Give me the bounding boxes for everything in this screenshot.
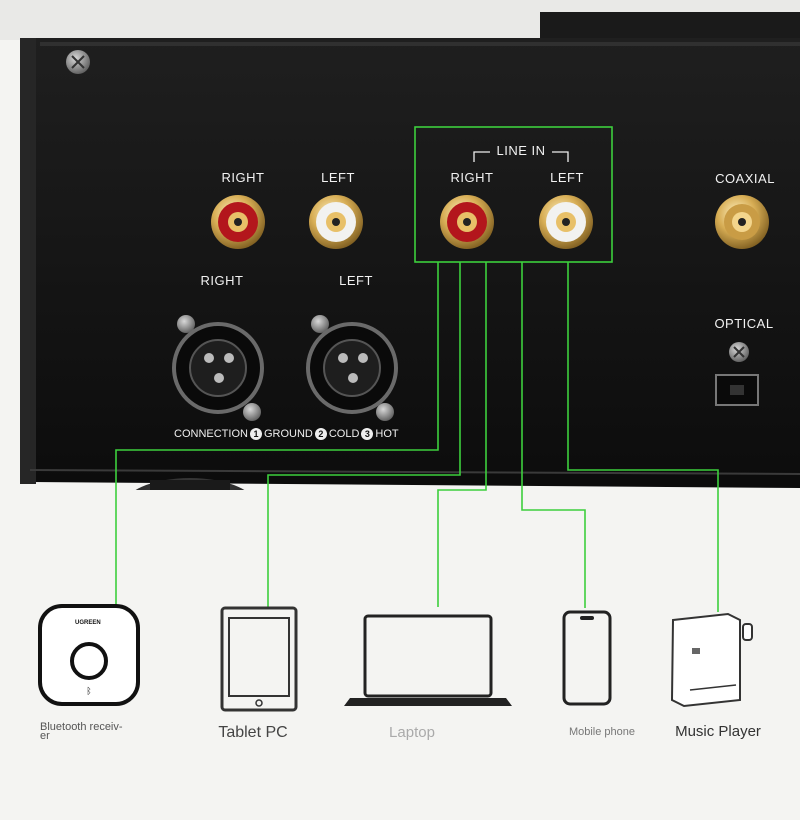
devices-row: ᛒ <box>38 604 753 712</box>
rca-left-label: LEFT <box>339 273 373 288</box>
xlr-left-connector <box>306 315 398 421</box>
xlr-caption-ground: GROUND <box>263 428 313 440</box>
line-in-title: LINE IN <box>496 143 546 158</box>
mobile-phone-icon <box>562 610 612 706</box>
panel-screw-icon <box>66 50 90 74</box>
line-to-laptop <box>437 262 487 607</box>
line-in-bracket <box>473 151 569 162</box>
pin-2-badge: 2 <box>314 428 327 440</box>
line-to-tablet <box>267 262 461 608</box>
xlr-pin-caption: CONNECTION 1 GROUND 2 COLD 3 HOT <box>174 428 399 440</box>
line-in-left-jack <box>539 195 593 249</box>
bluetooth-receiver-icon: ᛒ <box>38 604 140 706</box>
coaxial-jack <box>715 195 769 249</box>
bluetooth-label-line1: Bluetooth receiv- <box>40 721 123 733</box>
xlr-right-connector <box>172 315 264 421</box>
laptop-icon <box>344 614 512 706</box>
xlr-caption-hot: HOT <box>375 428 399 440</box>
bluetooth-brand-text: UGREEN <box>75 620 101 626</box>
tablet-label: Tablet PC <box>218 724 288 741</box>
amplifier-rear-panel <box>0 0 800 490</box>
optical-label: OPTICAL <box>714 316 774 331</box>
line-in-right-jack <box>440 195 494 249</box>
bluetooth-label-line2: er <box>40 730 50 742</box>
coaxial-label: COAXIAL <box>715 171 775 186</box>
optical-port <box>715 342 759 406</box>
svg-text:ᛒ: ᛒ <box>86 686 91 697</box>
xlr-caption-connection: CONNECTION <box>174 428 248 440</box>
tablet-icon <box>220 606 298 712</box>
rca-right-label: RIGHT <box>200 273 244 288</box>
balanced-left-label: LEFT <box>321 170 355 185</box>
line-to-bluetooth <box>115 262 439 605</box>
line-in-left-label: LEFT <box>550 170 584 185</box>
line-to-phone <box>521 262 586 608</box>
pin-3-badge: 3 <box>361 428 374 440</box>
music-player-icon <box>670 612 753 708</box>
rca-output-left-jack <box>309 195 363 249</box>
balanced-right-label: RIGHT <box>221 170 265 185</box>
line-in-highlight-box <box>414 126 613 263</box>
xlr-caption-cold: COLD <box>328 428 360 440</box>
phone-label: Mobile phone <box>568 726 636 738</box>
bluetooth-receiver-label: UGREEN Bluetooth receiv- er <box>40 721 140 742</box>
pin-1-badge: 1 <box>249 428 262 440</box>
music-player-label: Music Player <box>675 723 761 740</box>
line-to-music-player <box>567 262 719 612</box>
laptop-label: Laptop <box>389 724 435 741</box>
rca-output-right-jack <box>211 195 265 249</box>
line-in-right-label: RIGHT <box>450 170 494 185</box>
